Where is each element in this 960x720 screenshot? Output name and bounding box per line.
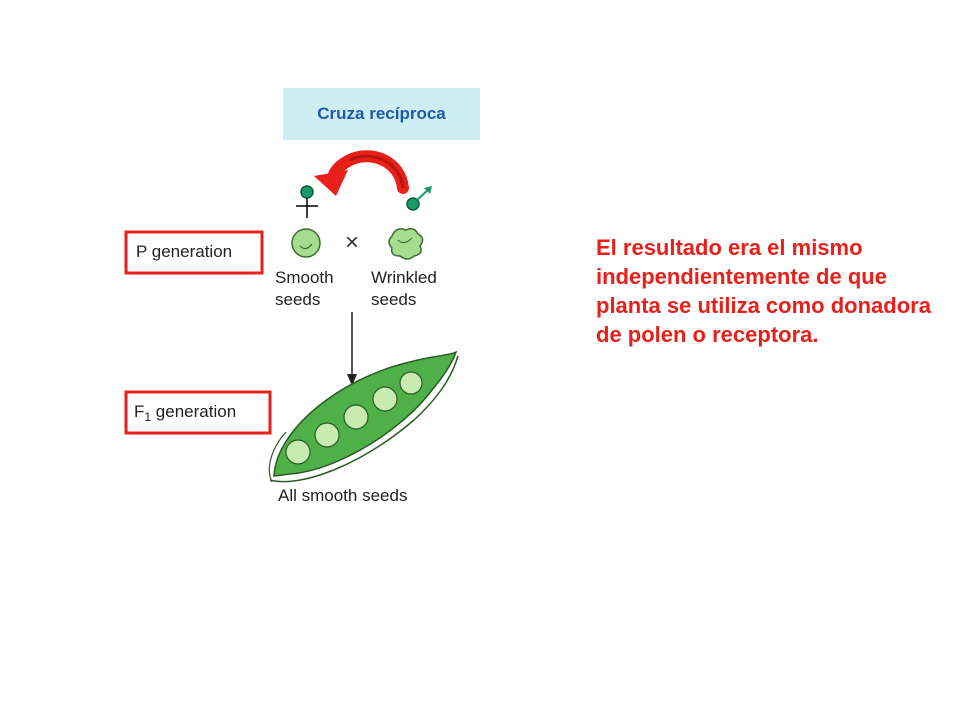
- reciprocal-arrow-icon: [314, 150, 409, 196]
- wrinkled-seeds-label-line1: Wrinkled: [371, 268, 437, 287]
- p-generation-label: P generation: [136, 242, 232, 261]
- down-arrow-icon: [347, 312, 357, 386]
- pea-pod-icon: [268, 350, 459, 483]
- all-smooth-seeds-label: All smooth seeds: [278, 486, 407, 505]
- smooth-pea-icon: [291, 228, 321, 258]
- p-generation-box: [124, 230, 264, 275]
- f1-suffix: generation: [151, 402, 236, 421]
- f1-generation-label: F1 generation: [134, 402, 236, 424]
- f1-subscript: 1: [144, 410, 151, 424]
- f1-prefix: F: [134, 402, 144, 421]
- male-symbol-icon: [406, 186, 432, 211]
- smooth-seeds-label-line2: seeds: [275, 290, 320, 309]
- explanation-text: El resultado era el mismo independientem…: [596, 235, 931, 347]
- smooth-seeds-label-line1: Smooth: [275, 268, 334, 287]
- wrinkled-seeds-label-line2: seeds: [371, 290, 416, 309]
- wrinkled-pea-icon: [388, 227, 424, 260]
- cruza-reciproca-box: Cruza recíproca: [283, 88, 480, 140]
- cross-symbol: ×: [345, 229, 359, 256]
- female-symbol-icon: [296, 185, 318, 218]
- f1-generation-box: [124, 390, 272, 435]
- cruza-reciproca-label: Cruza recíproca: [317, 104, 446, 123]
